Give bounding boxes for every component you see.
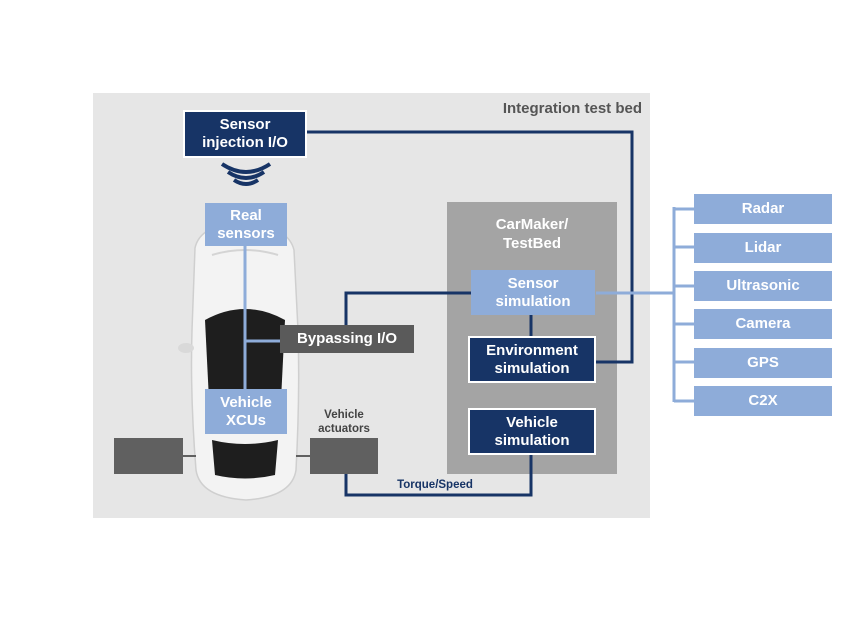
- sensor-item-camera: Camera: [694, 309, 832, 339]
- bypassing-io-box: Bypassing I/O: [280, 325, 414, 353]
- real-sensors-box: Real sensors: [205, 203, 287, 246]
- vehicle-simulation-box: Vehicle simulation: [468, 408, 596, 455]
- sensor-item-gps: GPS: [694, 348, 832, 378]
- environment-simulation-box: Environment simulation: [468, 336, 596, 383]
- sensor-item-ultrasonic: Ultrasonic: [694, 271, 832, 301]
- carmaker-testbed-label: CarMaker/ TestBed: [495, 216, 569, 252]
- sensor-item-lidar: Lidar: [694, 233, 832, 263]
- left-actuator-block: [114, 438, 183, 474]
- sensor-simulation-box: Sensor simulation: [471, 270, 595, 315]
- torque-speed-label: Torque/Speed: [397, 479, 473, 491]
- vehicle-actuators-label: Vehicle actuators: [318, 409, 370, 435]
- sensor-injection-io-box: Sensor injection I/O: [183, 110, 307, 158]
- sensor-item-c2x: C2X: [694, 386, 832, 416]
- vehicle-xcus-box: Vehicle XCUs: [205, 389, 287, 434]
- right-actuator-block: [310, 438, 378, 474]
- sensor-item-radar: Radar: [694, 194, 832, 224]
- panel-title: Integration test bed: [502, 100, 642, 117]
